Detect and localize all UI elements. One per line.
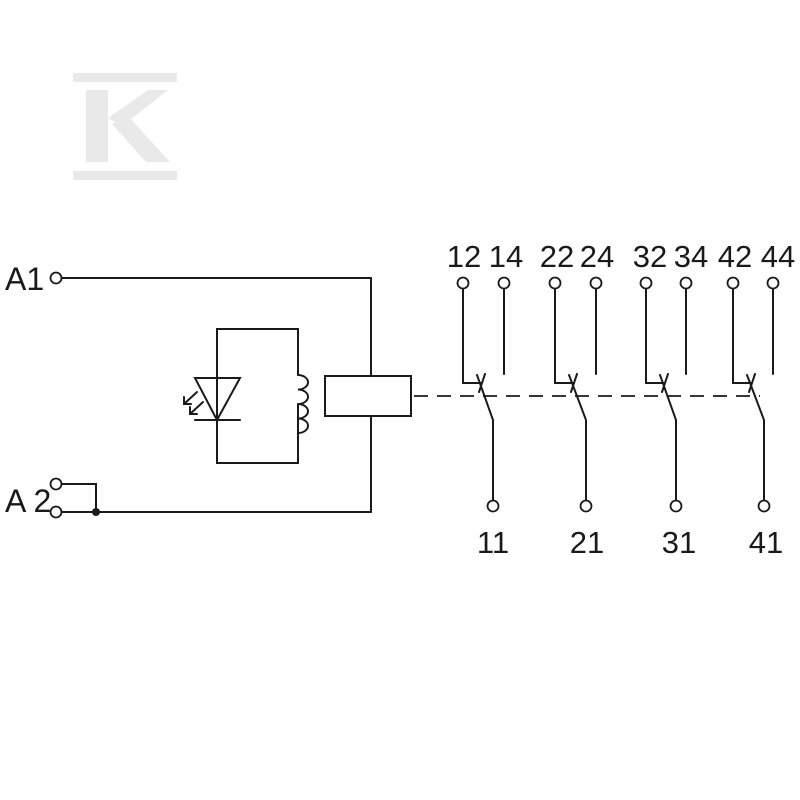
changeover-contacts	[456, 276, 780, 513]
top-terminal-label-44: 44	[761, 239, 795, 274]
terminal-nc-1	[456, 276, 470, 290]
junction-dot	[92, 508, 100, 516]
coil-wiring	[49, 271, 372, 519]
top-terminal-label-42: 42	[718, 239, 752, 274]
terminal-nc-3	[639, 276, 653, 290]
relay-coil-box	[324, 375, 412, 417]
terminal-a1	[49, 271, 63, 285]
bottom-terminal-label-41: 41	[749, 525, 783, 560]
terminal-com-2	[579, 499, 593, 513]
contact-group-3	[639, 276, 693, 513]
terminal-label-a1: A1	[5, 261, 44, 297]
top-terminal-label-32: 32	[633, 239, 667, 274]
terminal-label-a2: A 2	[5, 483, 51, 519]
bottom-terminal-label-31: 31	[662, 525, 696, 560]
contact-group-2	[548, 276, 603, 513]
terminal-a2-upper	[49, 477, 63, 491]
bottom-terminal-label-21: 21	[570, 525, 604, 560]
top-terminal-label-22: 22	[540, 239, 574, 274]
terminal-no-3	[679, 276, 693, 290]
terminal-nc-2	[548, 276, 562, 290]
terminal-com-3	[669, 499, 683, 513]
terminal-a2-lower	[49, 505, 63, 519]
bottom-terminal-labels: 11 21 31 41	[477, 525, 783, 560]
terminal-no-4	[766, 276, 780, 290]
terminal-no-1	[497, 276, 511, 290]
top-terminal-label-14: 14	[489, 239, 523, 274]
terminal-no-2	[589, 276, 603, 290]
bottom-terminal-label-11: 11	[477, 525, 509, 560]
coil-winding-icon	[297, 374, 309, 434]
top-terminal-label-24: 24	[580, 239, 614, 274]
top-terminal-label-34: 34	[674, 239, 708, 274]
top-terminal-label-12: 12	[447, 239, 481, 274]
led-coil-block	[183, 328, 309, 464]
contact-group-4	[726, 276, 780, 513]
watermark-logo	[73, 73, 177, 180]
terminal-com-1	[486, 499, 500, 513]
terminal-com-4	[757, 499, 771, 513]
contact-group-1	[456, 276, 511, 513]
terminal-nc-4	[726, 276, 740, 290]
